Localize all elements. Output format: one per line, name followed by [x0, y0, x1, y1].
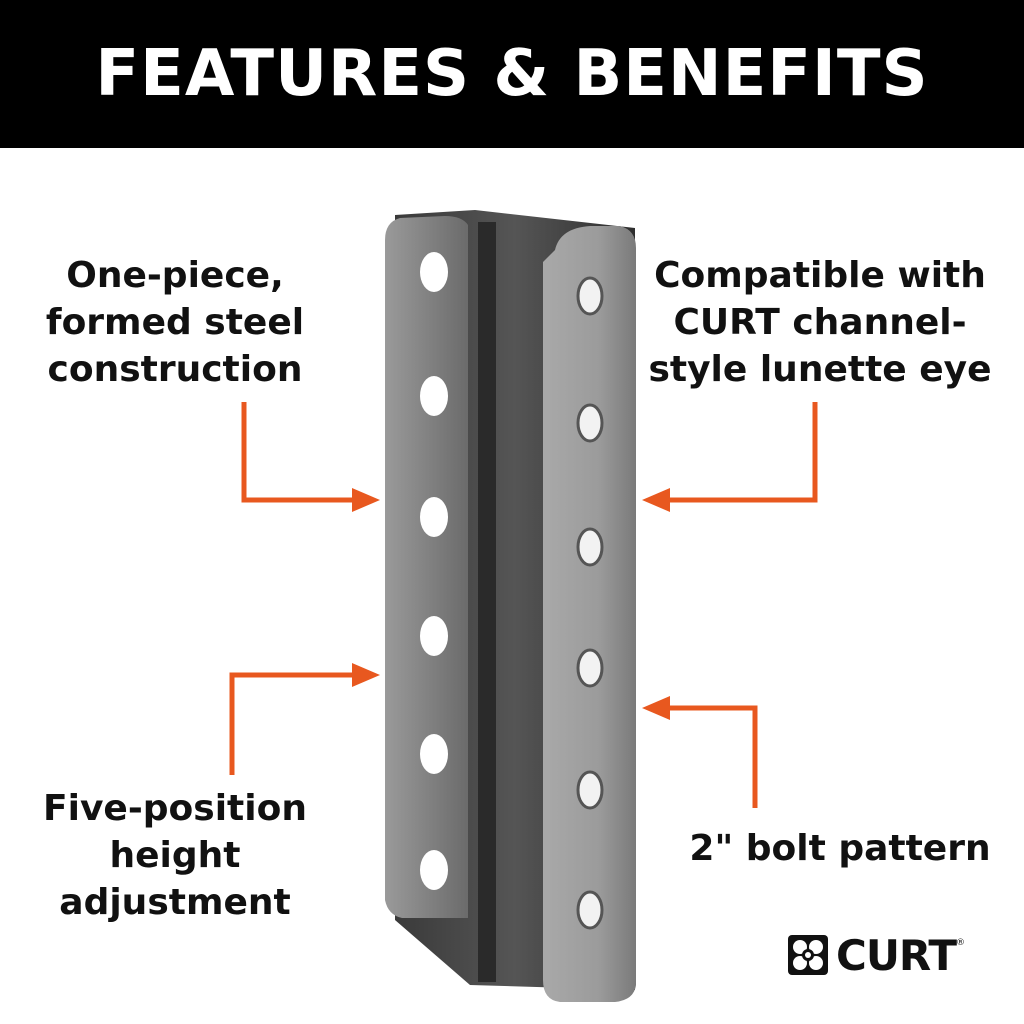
callout-line: formed steel [45, 302, 305, 343]
brand-logo: CURT ® [786, 930, 986, 980]
arrow-right-icon [352, 488, 380, 512]
callout-line: Compatible with [654, 255, 986, 296]
arrow-left-icon [668, 705, 758, 808]
callout-line: 2" bolt pattern [689, 828, 991, 869]
callout-line: Five-position [43, 788, 307, 829]
page-title: FEATURES & BENEFITS [95, 37, 929, 111]
callout-compatible-lunette: Compatible with CURT channel- style lune… [640, 252, 1000, 393]
arrow-right-icon [352, 663, 380, 687]
callout-line: adjustment [59, 882, 291, 923]
arrow-left-icon [642, 696, 670, 720]
callout-line: One-piece, [66, 255, 284, 296]
bracket-left-flange [385, 216, 468, 918]
bracket-right-flange [543, 226, 636, 1002]
brand-name: CURT [836, 930, 957, 980]
arrow-right-icon [241, 402, 355, 503]
callout-line: height [109, 835, 241, 876]
arrow-left-icon [642, 488, 670, 512]
registered-mark: ® [956, 938, 966, 948]
arrow-left-icon [668, 402, 818, 503]
callout-line: style lunette eye [648, 349, 992, 390]
header-banner: FEATURES & BENEFITS [0, 0, 1024, 148]
callout-line: CURT channel- [673, 302, 967, 343]
arrow-right-icon [229, 672, 355, 775]
callout-line: construction [47, 349, 303, 390]
curt-logo-icon [788, 935, 828, 975]
callout-five-position: Five-position height adjustment [30, 785, 320, 926]
callout-one-piece-steel: One-piece, formed steel construction [30, 252, 320, 393]
callout-bolt-pattern: 2" bolt pattern [680, 825, 1000, 872]
